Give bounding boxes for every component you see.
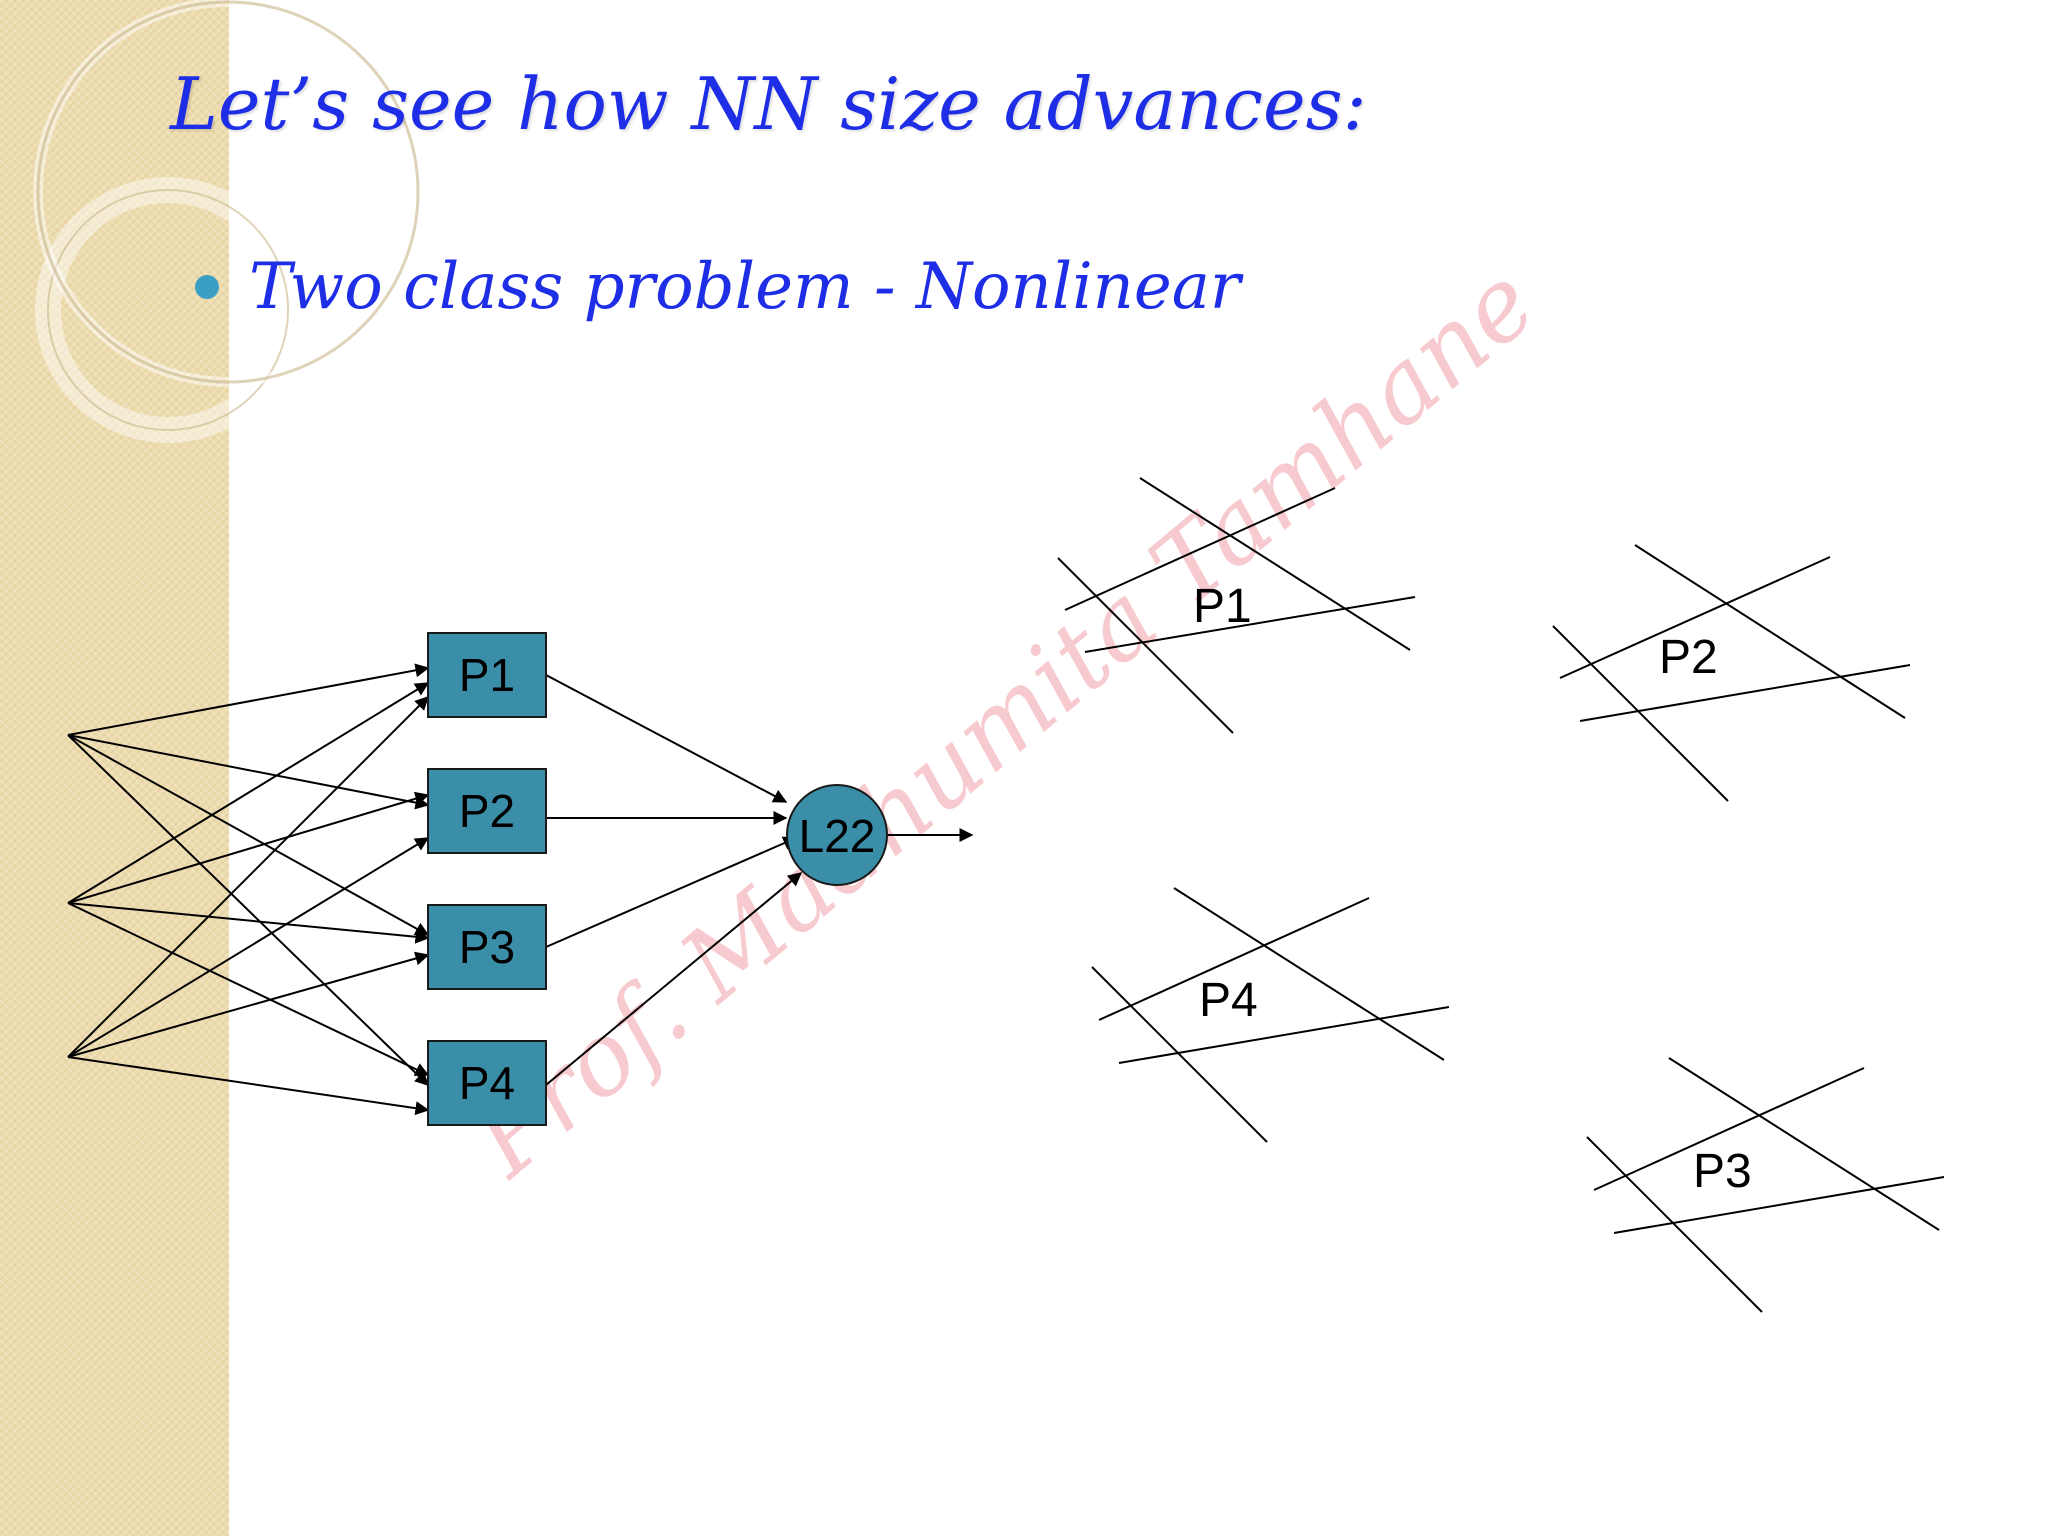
decorative-rings: [33, 0, 423, 443]
plot-label-p1: P1: [1193, 580, 1252, 633]
hidden-node-p2: P2: [427, 768, 547, 854]
plot-label-p3: P3: [1693, 1145, 1752, 1198]
plot-label-p2: P2: [1659, 631, 1718, 684]
hidden-node-label: P4: [459, 1057, 515, 1109]
hidden-node-label: P1: [459, 649, 515, 701]
output-node-label: L22: [799, 810, 876, 862]
region-plot-p1: P1: [1057, 477, 1416, 734]
output-node: L22: [786, 784, 888, 886]
region-plot-p2: P2: [1552, 544, 1911, 802]
region-plot-p3: P3: [1586, 1057, 1945, 1313]
region-plot-p4: P4: [1091, 887, 1450, 1143]
bullet-item: Two class problem - Nonlinear: [195, 250, 1241, 324]
hidden-node-p1: P1: [427, 632, 547, 718]
hidden-output-edges: [545, 674, 974, 1086]
hidden-node-p3: P3: [427, 904, 547, 990]
bullet-text: Two class problem - Nonlinear: [249, 250, 1241, 324]
input-edges: [67, 663, 430, 1116]
hidden-node-p4: P4: [427, 1040, 547, 1126]
bullet-dot-icon: [195, 275, 219, 299]
slide-title: Let’s see how NN size advances:: [170, 62, 1367, 146]
hidden-node-label: P2: [459, 785, 515, 837]
decorative-side-band: [0, 0, 229, 1536]
plot-label-p4: P4: [1199, 974, 1258, 1027]
hidden-node-label: P3: [459, 921, 515, 973]
watermark-text: Prof. Madhumita Tamhane: [449, 243, 1557, 1199]
